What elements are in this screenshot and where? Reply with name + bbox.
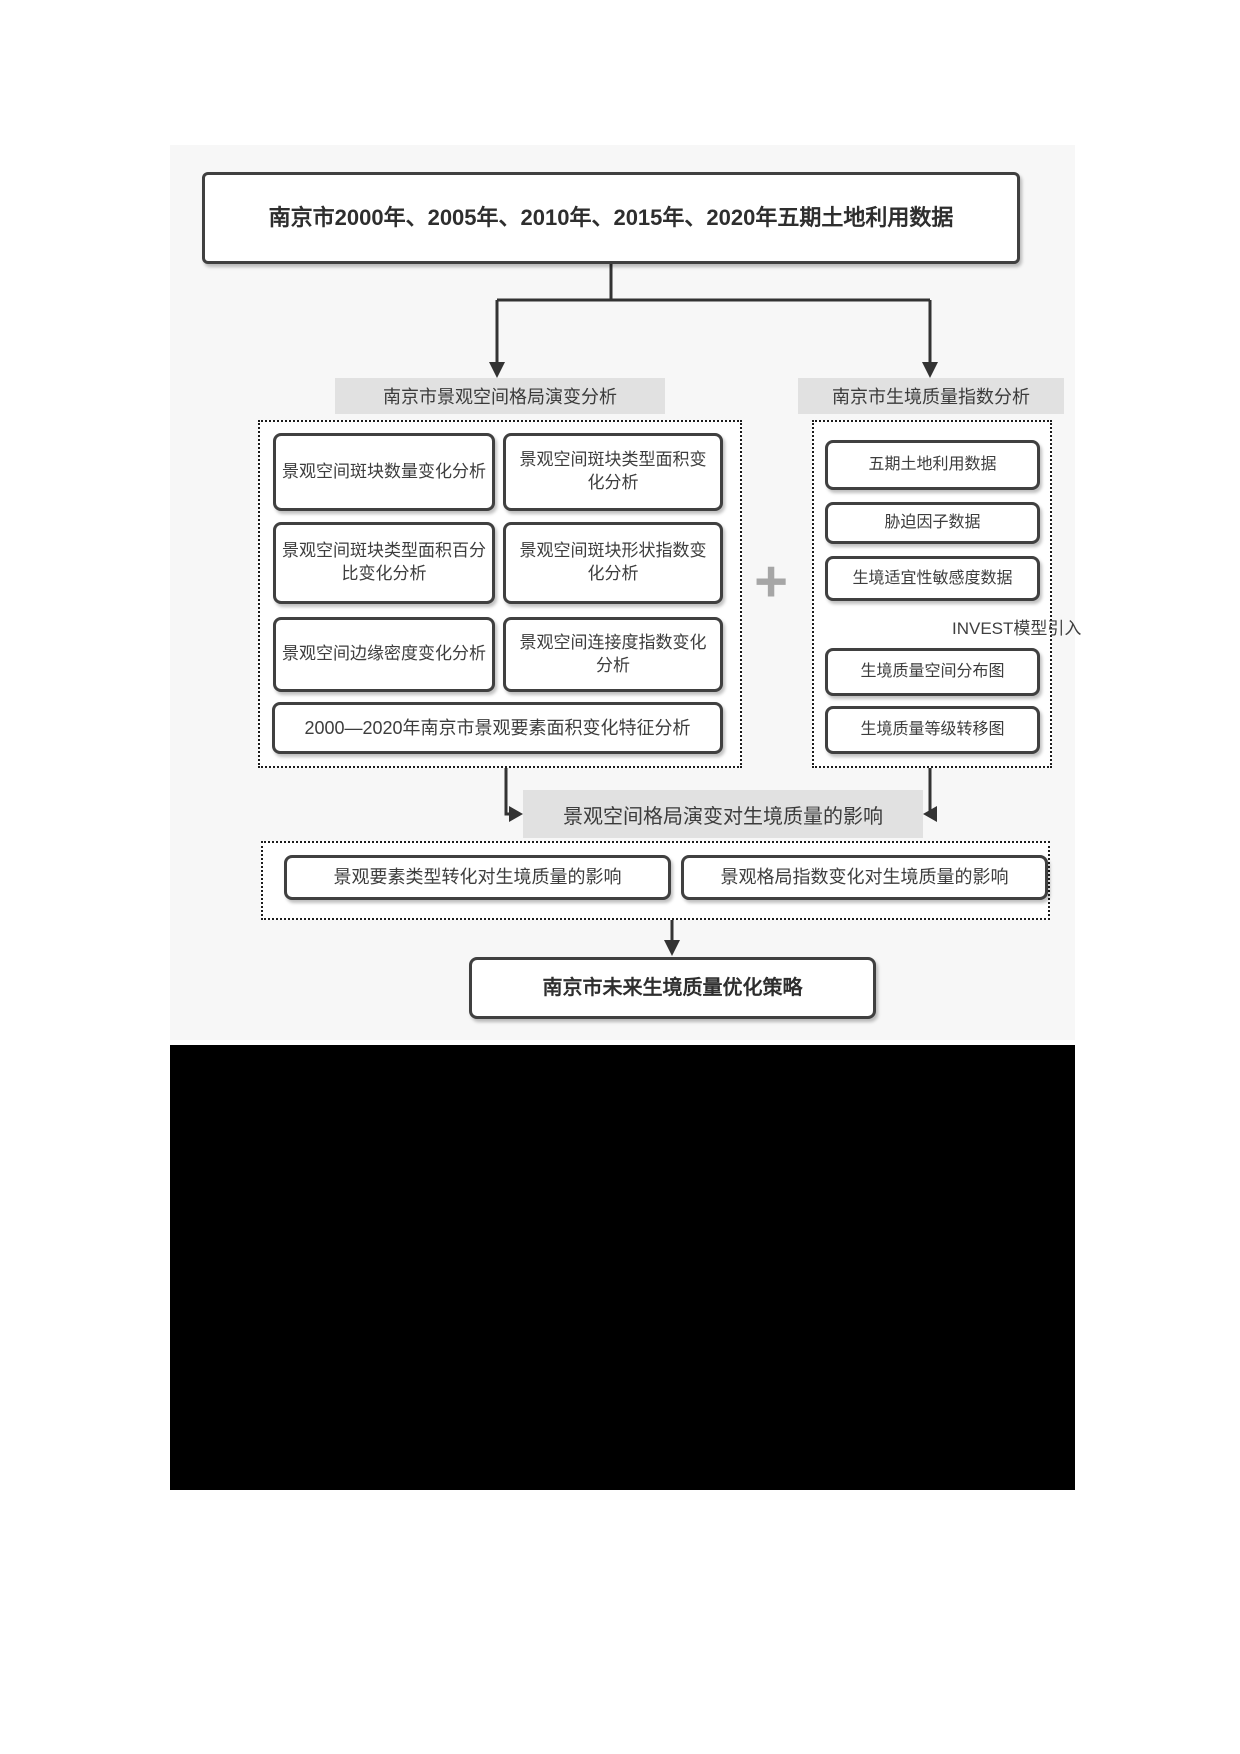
- flow-box-area-change-feature: 2000—2020年南京市景观要素面积变化特征分析: [272, 702, 723, 754]
- flow-box-connectivity-index: 景观空间连接度指数变化分析: [503, 617, 723, 692]
- plus-icon: +: [754, 549, 788, 614]
- flow-box-landuse-data: 南京市2000年、2005年、2010年、2015年、2020年五期土地利用数据: [202, 172, 1020, 264]
- flow-box-edge-density: 景观空间边缘密度变化分析: [273, 617, 495, 692]
- flow-box-patch-number: 景观空间斑块数量变化分析: [273, 433, 495, 511]
- label-landscape-pattern-analysis: 南京市景观空间格局演变分析: [335, 378, 665, 414]
- flow-box-type-conversion-impact: 景观要素类型转化对生境质量的影响: [284, 855, 671, 900]
- flow-box-habitat-grade-transfer: 生境质量等级转移图: [825, 706, 1040, 754]
- flow-box-optimization-strategy: 南京市未来生境质量优化策略: [469, 957, 876, 1019]
- redacted-black-area: [170, 1045, 1075, 1490]
- flow-box-threat-factor: 胁迫因子数据: [825, 502, 1040, 544]
- flow-box-patch-area-percent: 景观空间斑块类型面积百分比变化分析: [273, 522, 495, 604]
- flow-box-patch-shape-index: 景观空间斑块形状指数变化分析: [503, 522, 723, 604]
- flow-box-index-change-impact: 景观格局指数变化对生境质量的影响: [681, 855, 1048, 900]
- flow-box-habitat-quality-map: 生境质量空间分布图: [825, 648, 1040, 696]
- flow-box-landuse-periods: 五期土地利用数据: [825, 440, 1040, 490]
- flow-box-habitat-sensitivity: 生境适宜性敏感度数据: [825, 556, 1040, 601]
- label-habitat-quality-analysis: 南京市生境质量指数分析: [798, 378, 1064, 414]
- label-pattern-impact-on-habitat: 景观空间格局演变对生境质量的影响: [523, 790, 923, 838]
- flow-box-patch-type-area: 景观空间斑块类型面积变化分析: [503, 433, 723, 511]
- invest-model-arrow-label: INVEST模型引入: [952, 619, 1082, 638]
